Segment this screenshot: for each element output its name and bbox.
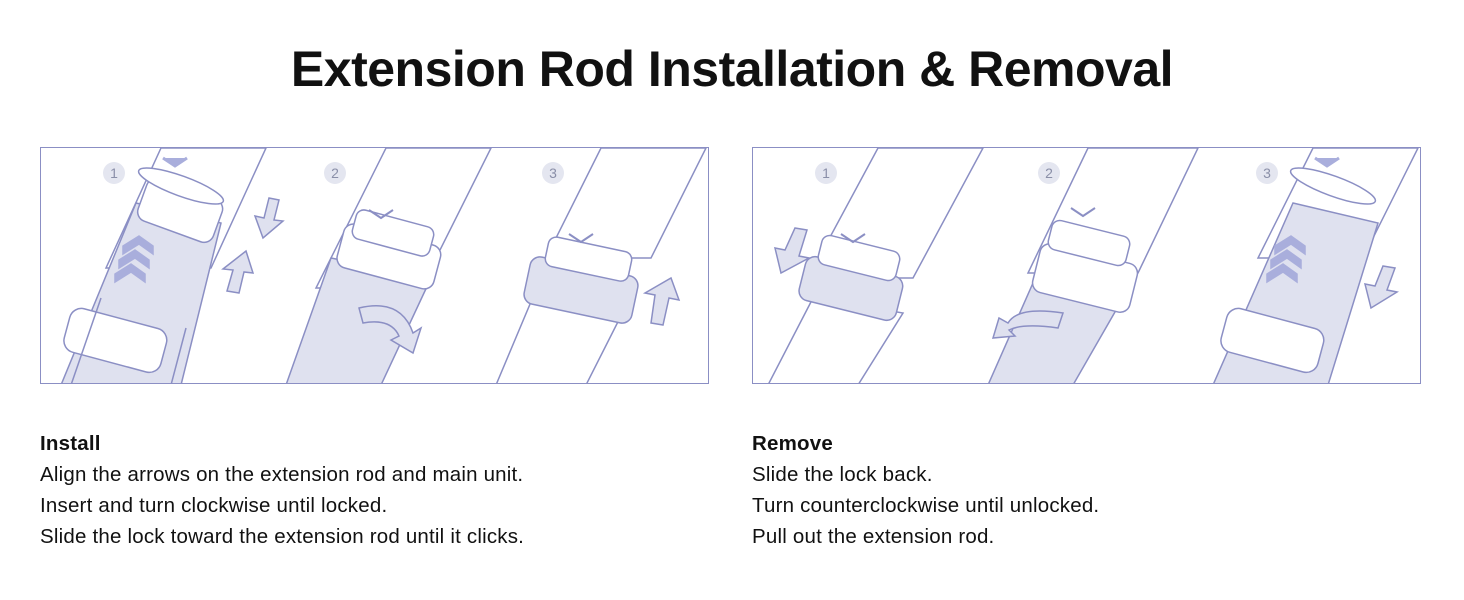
remove-illustration bbox=[768, 148, 1419, 383]
remove-step2-rotate-arrow bbox=[991, 310, 1064, 339]
install-instructions: Install Align the arrows on the extensio… bbox=[40, 428, 524, 552]
remove-step1-rod bbox=[768, 148, 984, 383]
remove-diagram-panel: 1 2 3 bbox=[752, 147, 1421, 384]
remove-heading: Remove bbox=[752, 432, 833, 455]
install-heading: Install bbox=[40, 432, 101, 455]
install-step3-arrow bbox=[642, 276, 681, 326]
install-step2-rod bbox=[285, 148, 492, 383]
install-step2-rotate-arrow bbox=[358, 305, 423, 355]
remove-step2-rod bbox=[988, 148, 1199, 383]
install-step-1: 1 bbox=[103, 162, 125, 184]
remove-step-1: 1 bbox=[815, 162, 837, 184]
install-illustration bbox=[61, 148, 707, 383]
install-step1-rod bbox=[61, 148, 267, 383]
install-step-2: 2 bbox=[324, 162, 346, 184]
install-diagram-panel: 1 2 3 bbox=[40, 147, 709, 384]
install-line-2: Insert and turn clockwise until locked. bbox=[40, 494, 388, 517]
remove-line-1: Slide the lock back. bbox=[752, 463, 933, 486]
install-line-1: Align the arrows on the extension rod an… bbox=[40, 463, 524, 486]
remove-step-2: 2 bbox=[1038, 162, 1060, 184]
page-title: Extension Rod Installation & Removal bbox=[290, 41, 1174, 97]
install-step1-arrows bbox=[221, 197, 285, 294]
remove-step3-chevrons bbox=[1266, 156, 1340, 284]
install-line-3: Slide the lock toward the extension rod … bbox=[40, 525, 525, 548]
remove-line-2: Turn counterclockwise until unlocked. bbox=[752, 494, 1100, 517]
install-step-3: 3 bbox=[542, 162, 564, 184]
remove-step3-rod bbox=[1213, 148, 1419, 383]
install-step1-chevrons bbox=[114, 156, 188, 284]
install-step3-rod bbox=[496, 148, 707, 383]
remove-step3-arrow bbox=[1363, 265, 1400, 310]
remove-instructions: Remove Slide the lock back. Turn counter… bbox=[752, 428, 1099, 552]
remove-line-3: Pull out the extension rod. bbox=[752, 525, 995, 548]
remove-step-3: 3 bbox=[1256, 162, 1278, 184]
remove-step1-arrow bbox=[773, 227, 812, 275]
